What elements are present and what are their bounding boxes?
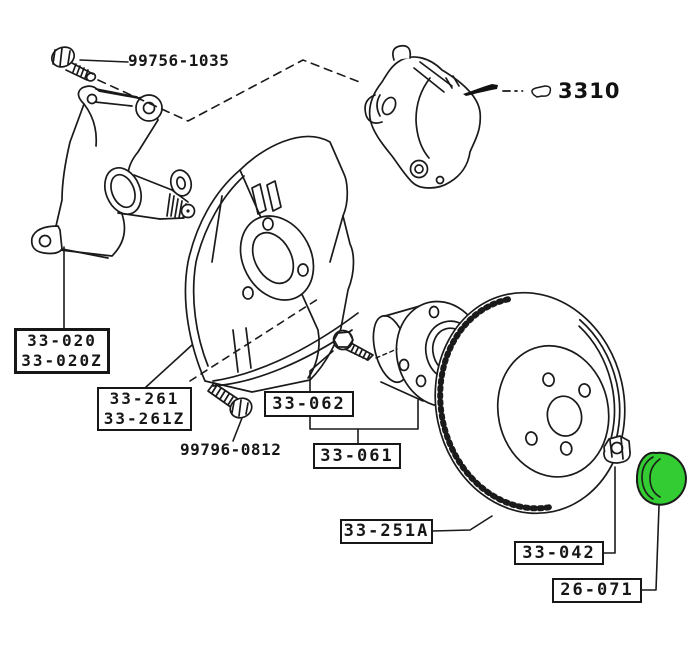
grease-cap-drawing[interactable] bbox=[635, 451, 687, 506]
part-number-line: 33-261Z bbox=[103, 409, 186, 428]
steering-knuckle-drawing bbox=[30, 85, 196, 259]
shield-bolt-drawing bbox=[207, 382, 253, 419]
part-number-line: 33-061 bbox=[320, 445, 394, 466]
part-number-line: 26-071 bbox=[560, 580, 634, 600]
part-label-grease-cap[interactable]: 26-071 bbox=[552, 578, 642, 603]
part-label-rotor[interactable]: 33-251A bbox=[340, 519, 433, 544]
part-label-splash-shield[interactable]: 33-261 33-261Z bbox=[97, 387, 192, 431]
part-label-caliper-ref[interactable]: 3310 bbox=[558, 79, 621, 103]
leader-lines bbox=[63, 59, 660, 591]
grease-cap-body[interactable] bbox=[635, 451, 687, 506]
splash-shield-drawing bbox=[184, 135, 359, 393]
part-number-line: 33-261 bbox=[109, 389, 180, 408]
part-number-line: 33-042 bbox=[522, 542, 596, 563]
part-number-line: 33-251A bbox=[343, 521, 430, 541]
brake-rotor-drawing bbox=[434, 291, 626, 515]
part-label-knuckle-bolt[interactable]: 99756-1035 bbox=[128, 51, 230, 70]
part-label-knuckle[interactable]: 33-020 33-020Z bbox=[14, 328, 110, 374]
part-number-line: 33-062 bbox=[272, 393, 346, 414]
part-label-hub-stud[interactable]: 33-062 bbox=[264, 391, 354, 417]
hub-bolt-drawing bbox=[332, 329, 374, 361]
part-number-line: 33-020Z bbox=[21, 351, 103, 370]
brake-caliper-drawing bbox=[364, 44, 482, 189]
spindle-nut-drawing bbox=[603, 435, 631, 464]
assembly-dashed-lines bbox=[97, 59, 398, 382]
part-label-spindle-nut[interactable]: 33-042 bbox=[514, 541, 604, 565]
knuckle-bolt-drawing bbox=[50, 46, 97, 82]
caliper-arrow-icon bbox=[463, 84, 524, 96]
part-label-shield-bolt[interactable]: 99796-0812 bbox=[180, 440, 282, 459]
part-label-hub[interactable]: 33-061 bbox=[313, 443, 401, 469]
part-number-line: 33-020 bbox=[27, 331, 97, 350]
clip-icon bbox=[531, 85, 552, 98]
